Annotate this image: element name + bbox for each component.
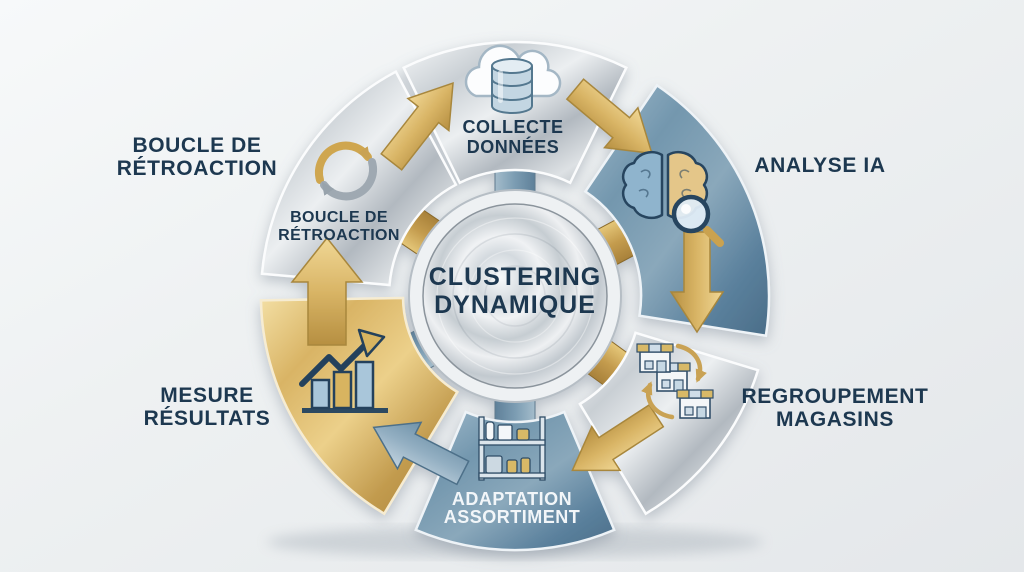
flow-arrow-collecte-to-analyse: [565, 78, 653, 155]
segment-regroupement-magasins: [578, 331, 760, 516]
brain-magnifier-icon: [622, 151, 724, 247]
boucle-inner-label-line2: RÉTROACTION: [278, 225, 400, 244]
center-title-line2: DYNAMIQUE: [434, 291, 596, 319]
hub-brush-ring: [436, 217, 594, 375]
hub-brush-ring: [468, 249, 562, 343]
outer-label-regroupement-line1: REGROUPEMENT: [742, 385, 929, 408]
flow-arrow-regroupement-to-adaptation: [571, 403, 665, 472]
growth-chart-icon: [299, 328, 388, 413]
adaptation-label-line1: ADAPTATION: [452, 489, 572, 509]
flow-arrow-adaptation-to-mesure: [372, 421, 470, 486]
collecte-label-line2: DONNÉES: [467, 136, 560, 157]
hub-brush-ring: [452, 233, 578, 359]
boucle-inner-label-line1: BOUCLE DE: [290, 209, 388, 226]
flow-arrow-mesure-to-boucle: [290, 236, 364, 346]
outer-label-analyse: ANALYSE IA: [754, 154, 885, 177]
outer-label-boucle-line2: RÉTROACTION: [117, 157, 278, 180]
outer-label-boucle-line1: BOUCLE DE: [132, 134, 261, 157]
flow-arrows: [290, 78, 725, 486]
center-title-line1: CLUSTERING: [429, 263, 602, 291]
hub-disc: [422, 203, 608, 389]
hub-brush-ring: [484, 265, 546, 327]
outer-label-mesure-line1: MESURE: [160, 384, 253, 407]
cycle-arrows-icon: [314, 141, 378, 201]
flow-arrow-analyse-to-regroupement: [669, 231, 725, 334]
outer-label-regroupement-line2: MAGASINS: [776, 408, 894, 431]
stores-exchange-icon: [636, 343, 714, 420]
adaptation-label-line2: ASSORTIMENT: [444, 507, 581, 527]
collecte-label-line1: COLLECTE: [463, 117, 564, 137]
flow-arrow-boucle-to-collecte: [380, 81, 454, 171]
shelf-products-icon: [478, 416, 546, 481]
cloud-database-icon: [464, 44, 562, 114]
segment-adaptation-assortiment: [414, 410, 616, 552]
center-hub: [408, 189, 622, 403]
outer-label-mesure-line2: RÉSULTATS: [144, 407, 271, 430]
